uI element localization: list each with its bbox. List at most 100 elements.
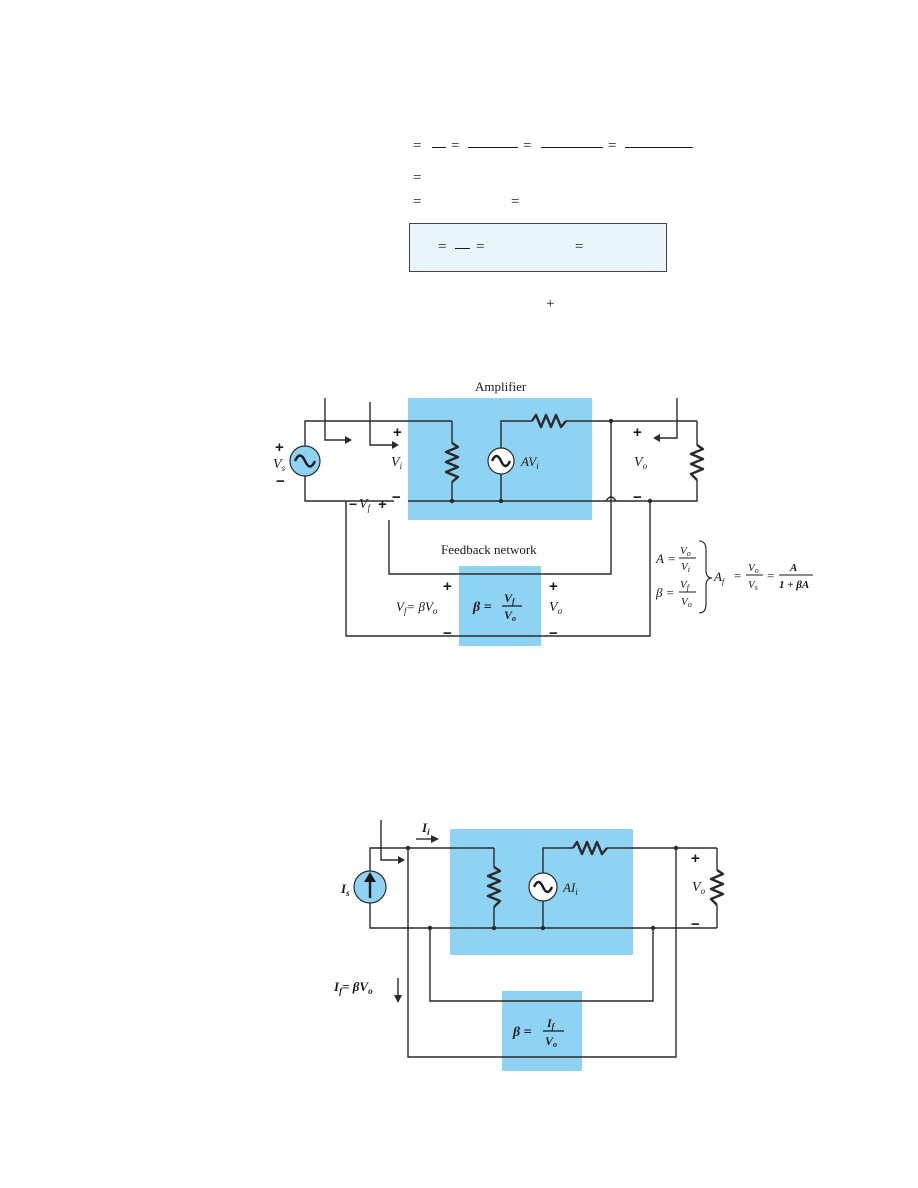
arrow-output-current — [660, 398, 678, 439]
avi-label: AVi — [520, 454, 539, 471]
vf-eq-label: Vf= βVo — [396, 599, 438, 616]
arrowhead2-source — [398, 856, 405, 864]
wire-hop — [605, 496, 617, 502]
beta-num: Vf — [504, 591, 516, 606]
vo2b-minus: − — [691, 916, 700, 933]
b-den: Vo — [681, 596, 692, 609]
node2-6 — [673, 845, 679, 851]
ali-label: AIi — [562, 880, 578, 897]
node2-2 — [427, 925, 433, 931]
eq1-equals-1: = — [413, 138, 422, 154]
resistor2-load — [709, 869, 725, 906]
vf-label-top: Vf — [359, 497, 372, 513]
wire2-feedback-inner — [429, 928, 654, 1002]
vo-minus: − — [633, 489, 642, 506]
beta-den: Vo — [504, 608, 516, 623]
af-num2: A — [789, 562, 797, 574]
node-1 — [449, 498, 455, 504]
vi-label: Vi — [391, 455, 403, 471]
eq1-fraction-bar-1 — [432, 147, 446, 148]
vf-plus: + — [443, 578, 452, 595]
arrowhead-output — [653, 434, 660, 442]
beta-lhs: β = — [472, 600, 492, 615]
vo2b-label: Vo — [692, 880, 706, 896]
vs-label: Vs — [273, 457, 286, 473]
af-lhs: Af — [713, 569, 726, 586]
eq1-equals-4: = — [608, 138, 617, 154]
vo2-minus: − — [549, 625, 558, 642]
node2-4 — [540, 925, 546, 931]
vo-label: Vo — [634, 455, 648, 471]
resistor2-ro — [572, 840, 608, 856]
eq3-equals-2: = — [511, 194, 520, 210]
eq1-fraction-bar-4 — [625, 147, 693, 148]
node-4 — [647, 498, 653, 504]
arrowhead2-if — [394, 995, 402, 1003]
wire2-dep-top — [542, 847, 573, 873]
node2-3 — [491, 925, 497, 931]
vf-minus: − — [443, 625, 452, 642]
a-num: Vo — [680, 545, 691, 558]
resistor-load — [689, 444, 705, 481]
current-source-arrowhead — [364, 872, 376, 882]
af-eq: = — [734, 568, 741, 583]
eq1-fraction-bar-3 — [541, 147, 603, 148]
resistor-ri — [444, 442, 460, 483]
boxed-equation: = = = — [409, 223, 667, 272]
vo-plus: + — [633, 424, 642, 441]
vi-plus: + — [393, 424, 402, 441]
amplifier-label: Amplifier — [475, 379, 527, 394]
arrow-input-current — [324, 398, 345, 441]
vf-plus-top: + — [378, 496, 387, 513]
wire2-source-top — [369, 847, 408, 871]
sine-avi-icon — [490, 454, 512, 468]
af-num: Vo — [748, 562, 759, 575]
b-num: Vf — [680, 579, 691, 592]
resistor-ro — [531, 413, 567, 429]
af-den: Vs — [748, 579, 758, 592]
node-3 — [608, 418, 614, 424]
beta2-lhs: β = — [512, 1025, 532, 1040]
af-eq2: = — [767, 568, 774, 583]
eq-plus: + — [546, 296, 555, 312]
brace — [698, 540, 713, 614]
arrow2-source-current — [380, 820, 398, 861]
eq1-equals-3: = — [523, 138, 532, 154]
vs-plus: + — [275, 439, 284, 456]
vo2-label: Vo — [549, 600, 563, 616]
node2-5 — [650, 925, 656, 931]
arrowhead-vi — [392, 441, 399, 449]
af-den2: 1 + βA — [779, 579, 809, 591]
if-label: If= βVo — [333, 979, 373, 996]
eq3-equals-1: = — [413, 194, 422, 210]
wire-load-bottom — [650, 480, 698, 502]
a-lhs: A = — [655, 551, 676, 566]
wire-dep-top — [500, 420, 532, 448]
boxed-fraction-bar — [455, 248, 470, 249]
boxed-equals-1: = — [438, 239, 447, 255]
vo2b-plus: + — [691, 850, 700, 867]
beta-block — [459, 566, 541, 646]
eq1-fraction-bar-2 — [468, 147, 518, 148]
eq2-equals: = — [413, 170, 422, 186]
wire2-source-bottom — [369, 903, 430, 929]
wire2-feedback-outer — [407, 848, 677, 1058]
eq1-equals-2: = — [451, 138, 460, 154]
sine-vs-icon — [293, 454, 317, 468]
feedback-network-label: Feedback network — [441, 542, 537, 557]
node-2 — [498, 498, 504, 504]
beta2-num: If — [546, 1016, 556, 1031]
boxed-equals-2: = — [476, 239, 485, 255]
b-lhs: β = — [655, 585, 675, 600]
resistor2-ri — [486, 866, 502, 908]
arrow-vi-current — [369, 402, 392, 446]
sine2-ali-icon — [532, 880, 554, 894]
boxed-equals-3: = — [575, 239, 584, 255]
ii-label: Ii — [421, 820, 430, 837]
vi-minus: − — [392, 489, 401, 506]
vs-minus: − — [276, 473, 285, 490]
vf-minus-left: − — [349, 496, 357, 512]
beta2-den: Vo — [545, 1034, 557, 1049]
wire-source-bottom — [304, 475, 394, 502]
